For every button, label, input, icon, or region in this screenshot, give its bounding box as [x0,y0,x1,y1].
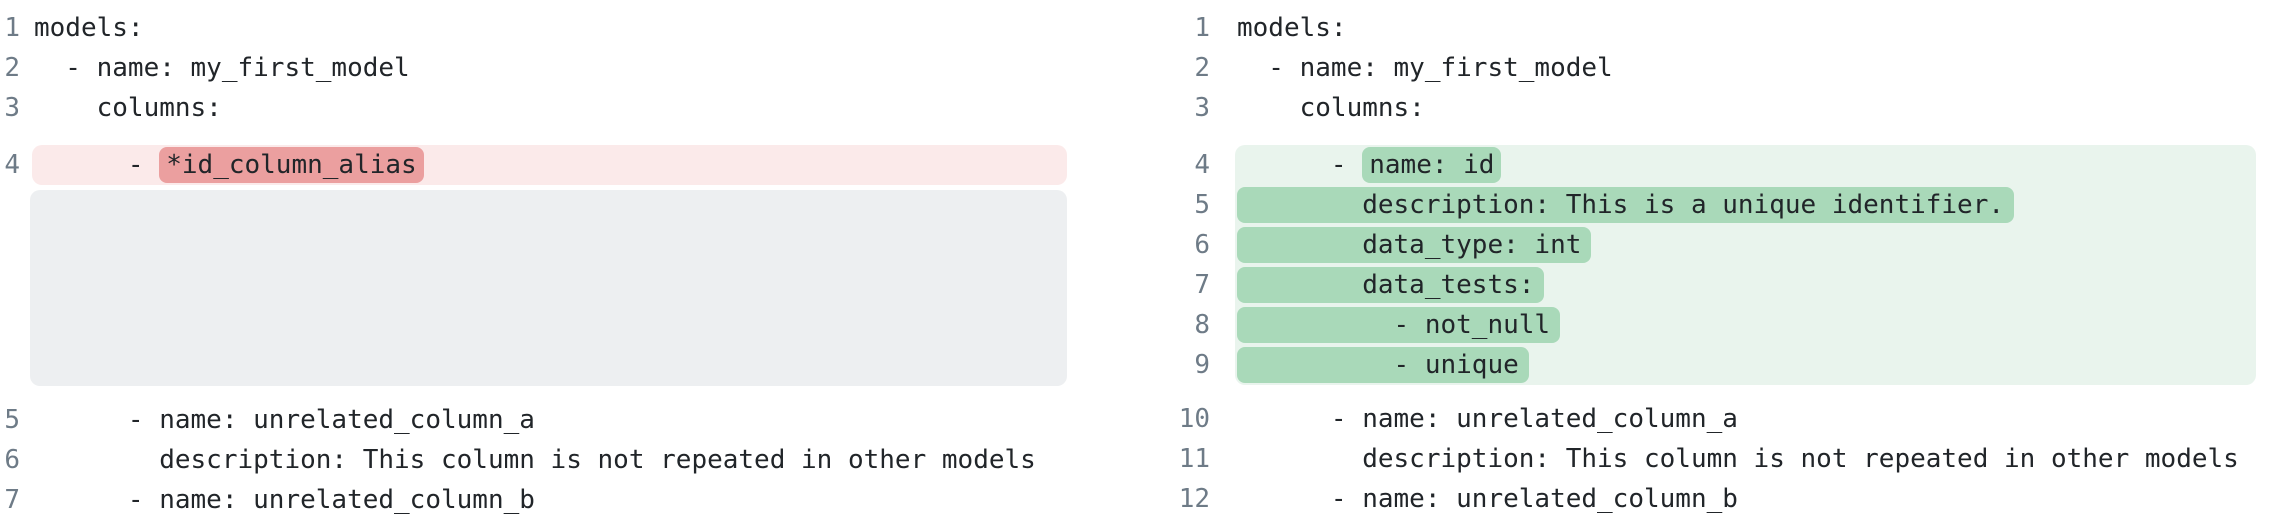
code-line: columns: [34,93,222,123]
code-row: 1 models: [0,8,1139,48]
added-word-highlight: - unique [1237,347,1529,383]
code-line: description: This is a unique identifier… [1235,185,2256,225]
code-row: 3 columns: [1139,88,2278,128]
code-row: 4 - name: id [1139,145,2278,185]
line-number: 1 [1194,13,1210,43]
code-row: 2 - name: my_first_model [1139,48,2278,88]
code-row: 7 - name: unrelated_column_b [0,480,1139,520]
line-number: 3 [1194,93,1210,123]
code-line: - name: my_first_model [1237,53,1613,83]
code-line: models: [34,13,144,43]
code-line: - name: unrelated_column_b [34,485,535,515]
line-number: 7 [4,485,20,515]
line-number: 6 [4,445,20,475]
line-number: 2 [1194,53,1210,83]
code-line: - name: my_first_model [34,53,410,83]
added-word-highlight: description: This is a unique identifier… [1237,187,2015,223]
removed-lines-group: 4 - *id_column_alias [0,145,1139,386]
code-row: 7 data_tests: [1139,265,2278,305]
code-row: 6 data_type: int [1139,225,2278,265]
line-number: 11 [1178,444,1210,474]
line-number: 5 [1194,190,1210,220]
code-row: 10 - name: unrelated_column_a [1139,399,2278,439]
code-line: - name: unrelated_column_a [34,405,535,435]
code-line: - unique [1235,345,2256,385]
code-line: - not_null [1235,305,2256,345]
code-row: 8 - not_null [1139,305,2278,345]
collapsed-lines-placeholder [30,190,1067,386]
removed-word-highlight: *id_column_alias [159,147,424,183]
code-line: columns: [1237,93,1425,123]
code-row: 9 - unique [1139,345,2278,385]
added-word-highlight: data_tests: [1237,267,1545,303]
code-line: description: This column is not repeated… [34,445,1036,475]
line-number: 8 [1194,310,1210,340]
code-row: 4 - *id_column_alias [0,145,1139,185]
code-line: - name: id [1235,145,2256,185]
code-row: 2 - name: my_first_model [0,48,1139,88]
code-row: 6 description: This column is not repeat… [0,440,1139,480]
code-line: - name: unrelated_column_a [1237,404,1738,434]
line-number: 4 [4,150,20,180]
line-number: 6 [1194,230,1210,260]
line-number: 7 [1194,270,1210,300]
code-line: - *id_column_alias [32,145,1067,185]
code-line: data_type: int [1235,225,2256,265]
code-row: 5 description: This is a unique identifi… [1139,185,2278,225]
line-number: 3 [4,93,20,123]
line-number: 5 [4,405,20,435]
line-number: 1 [4,13,20,43]
added-word-highlight: name: id [1362,147,1502,183]
code-row: 1 models: [1139,8,2278,48]
code-line: description: This column is not repeated… [1237,444,2239,474]
code-row: 5 - name: unrelated_column_a [0,400,1139,440]
code-line: data_tests: [1235,265,2256,305]
code-row: 12 - name: unrelated_column_b [1139,479,2278,519]
line-number: 4 [1194,150,1210,180]
code-line: - name: unrelated_column_b [1237,484,1738,514]
added-word-highlight: data_type: int [1237,227,1592,263]
line-number: 2 [4,53,20,83]
added-word-highlight: - not_null [1237,307,1561,343]
code-line: models: [1237,13,1347,43]
line-number: 10 [1178,404,1210,434]
line-number: 9 [1194,350,1210,380]
code-row: 3 columns: [0,88,1139,128]
code-row: 11 description: This column is not repea… [1139,439,2278,479]
line-number: 12 [1178,484,1210,514]
